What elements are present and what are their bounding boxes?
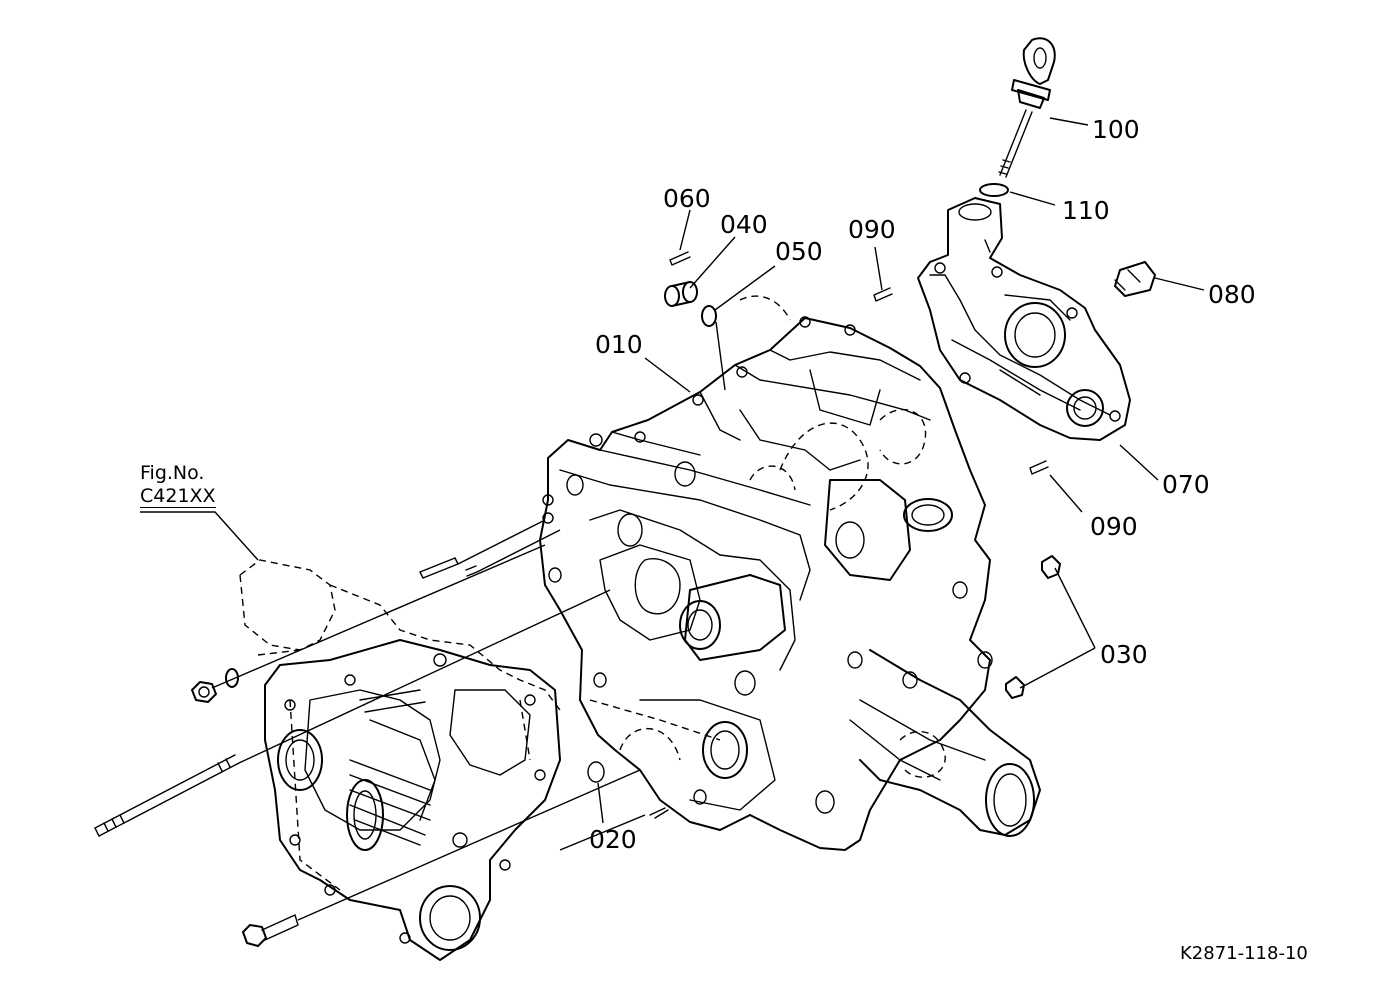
front-housing [239, 559, 561, 961]
callout-060: 060 [663, 184, 711, 213]
callout-010: 010 [595, 330, 643, 359]
figure-reference: Fig.No. C421XX [140, 462, 216, 508]
callout-020: 020 [589, 825, 637, 854]
figure-reference-code: C421XX [140, 484, 216, 508]
callout-110: 110 [1062, 196, 1110, 225]
side-cover [917, 197, 1131, 441]
callout-090-bottom: 090 [1090, 512, 1138, 541]
document-id: K2871-118-10 [1180, 943, 1308, 964]
fasteners-right [873, 261, 1156, 699]
callout-070: 070 [1162, 470, 1210, 499]
callout-030: 030 [1100, 640, 1148, 669]
callout-050: 050 [775, 237, 823, 266]
assembly-lines [211, 519, 646, 921]
callout-090-top: 090 [848, 215, 896, 244]
figure-reference-label: Fig.No. [140, 462, 205, 484]
callout-leaders [140, 117, 1205, 824]
callout-080: 080 [1208, 280, 1256, 309]
transmission-case [539, 295, 1041, 851]
dipstick [979, 37, 1056, 197]
callout-040: 040 [720, 210, 768, 239]
callout-100: 100 [1092, 115, 1140, 144]
studs-and-nuts [94, 557, 478, 947]
pin-bushing-oring [664, 251, 726, 391]
